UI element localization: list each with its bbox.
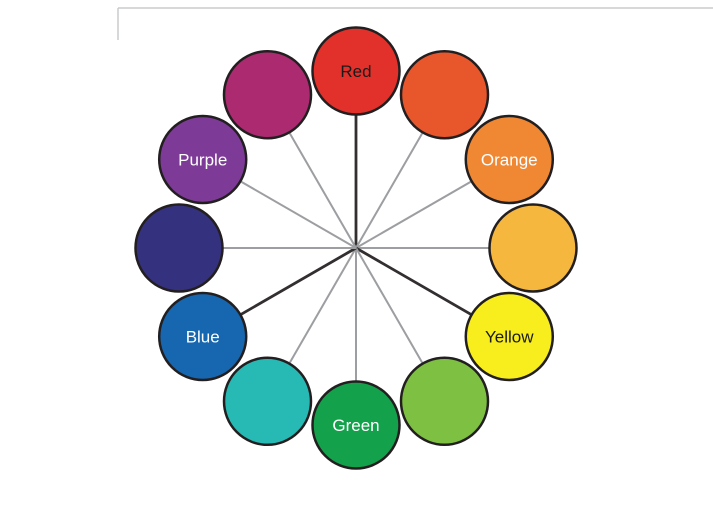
wheel-segment-red (311, 26, 401, 116)
wheel-segment-green (311, 380, 401, 470)
segment-label-purple: Purple (178, 150, 227, 169)
segment-label-orange: Orange (481, 150, 538, 169)
wheel-segment-yellow-orange (488, 203, 578, 293)
wheel-segment-purple (157, 114, 248, 205)
wheel-segment-orange (464, 114, 555, 205)
wheel-segment-yellow (464, 291, 555, 382)
wheel-segment-blue-green (222, 356, 313, 447)
segment-label-yellow: Yellow (485, 327, 534, 346)
wheel-segment-red-purple (222, 49, 313, 140)
wheel-segment-blue-purple (134, 203, 224, 293)
wheel-segment-yellow-green (399, 356, 490, 447)
segment-label-red: Red (340, 62, 371, 81)
wheel-segment-red-orange (399, 49, 490, 140)
segment-label-green: Green (332, 416, 379, 435)
wheel-segment-blue (157, 291, 248, 382)
segment-label-blue: Blue (186, 327, 220, 346)
